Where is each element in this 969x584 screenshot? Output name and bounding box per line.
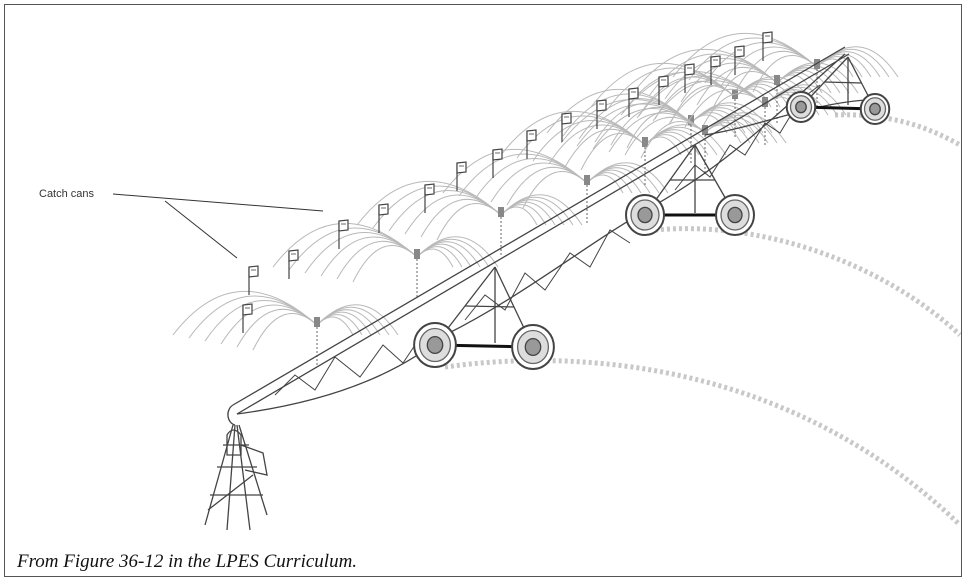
catch-can (684, 63, 695, 93)
tower-wheel (625, 194, 665, 236)
sprinkler-spray (356, 181, 583, 255)
catch-can (596, 99, 607, 129)
truss-span-4 (704, 99, 866, 136)
sprinkler-spray (672, 33, 899, 107)
catch-cans-callout: Catch cans (39, 188, 324, 259)
wheel-track-inner (834, 112, 961, 148)
catch-can (526, 129, 537, 159)
tower-wheel (511, 324, 555, 370)
sprinkler-spray (172, 291, 399, 365)
callout-leader-2 (164, 200, 238, 259)
catch-can (710, 55, 721, 85)
catch-can (242, 303, 253, 333)
catch-can (628, 87, 639, 117)
catch-can (288, 249, 299, 279)
catch-can (762, 31, 773, 61)
catch-can (424, 183, 435, 213)
drive-tower (413, 266, 555, 370)
pipeline-top (232, 46, 846, 406)
tower-wheel (413, 322, 457, 368)
drive-towers (413, 56, 891, 370)
tower-wheel (715, 194, 755, 236)
wheel-tracks (444, 112, 961, 527)
tower-wheel (785, 91, 817, 123)
wheel-track-outer (444, 358, 961, 527)
catch-can (456, 161, 467, 191)
truss-span-3 (654, 53, 846, 206)
callout-leader-1 (112, 193, 324, 212)
sprinkler-sprays (172, 33, 899, 365)
catch-cans-label: Catch cans (39, 188, 95, 200)
catch-can (338, 219, 349, 249)
drive-tower (785, 56, 891, 125)
pipeline-bottom (236, 53, 850, 415)
catch-can (658, 75, 669, 105)
center-pivot-irrigation-diagram: Catch cans (39, 31, 961, 531)
wheel-track-middle (654, 226, 961, 337)
catch-can (248, 265, 259, 295)
figure-caption: From Figure 36-12 in the LPES Curriculum… (17, 551, 358, 572)
sprinkler-spray (442, 149, 669, 223)
figure-frame: Catch cans From Figure 36-12 in the LPES… (4, 4, 962, 577)
tower-wheel (859, 93, 891, 125)
catch-can (561, 112, 572, 142)
pivot-point-tower (204, 404, 268, 531)
sprinkler-spray (272, 223, 499, 297)
catch-can (492, 148, 503, 178)
catch-can (734, 45, 745, 75)
drive-tower (625, 144, 755, 236)
catch-cans (242, 31, 773, 333)
truss-span-2 (444, 204, 656, 336)
catch-can (378, 203, 389, 233)
